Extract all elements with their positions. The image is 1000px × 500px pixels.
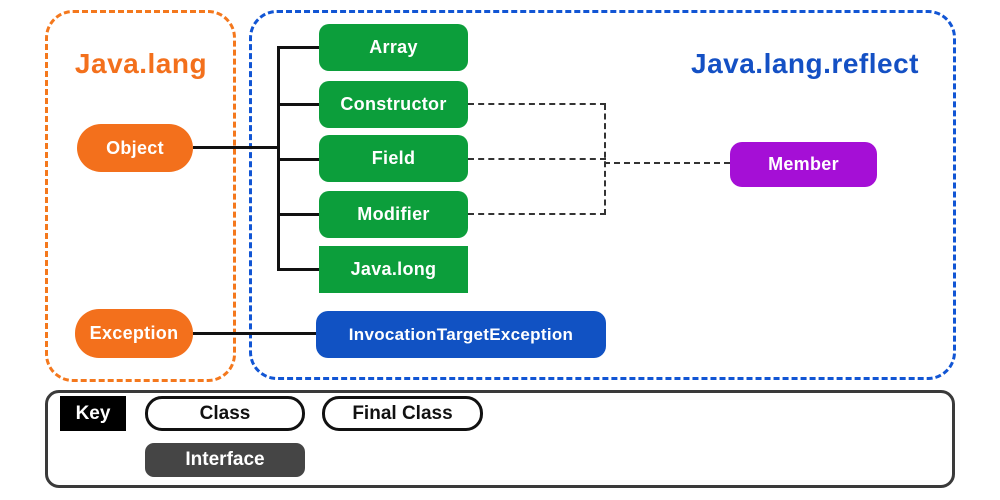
connector-trunk-to-field xyxy=(277,158,319,161)
legend-title: Key xyxy=(60,396,126,431)
connector-trunk-to-modifier xyxy=(277,213,319,216)
node-field: Field xyxy=(319,135,468,182)
connector-trunk-to-javalong xyxy=(277,268,319,271)
node-object: Object xyxy=(77,124,193,172)
dashed-connector-to-member xyxy=(604,162,730,164)
dashed-trunk-line xyxy=(604,104,606,215)
connector-trunk-to-constructor xyxy=(277,103,319,106)
java-lang-reflect-package-box xyxy=(249,10,956,380)
dashed-connector-modifier xyxy=(468,213,606,215)
connector-object-to-trunk xyxy=(193,146,278,149)
legend-final-class-swatch: Final Class xyxy=(322,396,483,431)
node-member: Member xyxy=(730,142,877,187)
java-lang-package-title: Java.lang xyxy=(74,48,208,79)
java-lang-package-box xyxy=(45,10,236,382)
java-lang-reflect-package-title: Java.lang.reflect xyxy=(691,48,919,79)
node-constructor: Constructor xyxy=(319,81,468,128)
dashed-connector-field xyxy=(468,158,606,160)
node-java-long: Java.long xyxy=(319,246,468,293)
legend-class-swatch: Class xyxy=(145,396,305,431)
connector-exception-to-invocation xyxy=(193,332,316,335)
connector-trunk-to-array xyxy=(277,46,319,49)
dashed-connector-constructor xyxy=(468,103,606,105)
legend-interface-swatch: Interface xyxy=(145,443,305,477)
node-array: Array xyxy=(319,24,468,71)
node-invocation-target-exception: InvocationTargetException xyxy=(316,311,606,358)
node-modifier: Modifier xyxy=(319,191,468,238)
node-exception: Exception xyxy=(75,309,193,358)
